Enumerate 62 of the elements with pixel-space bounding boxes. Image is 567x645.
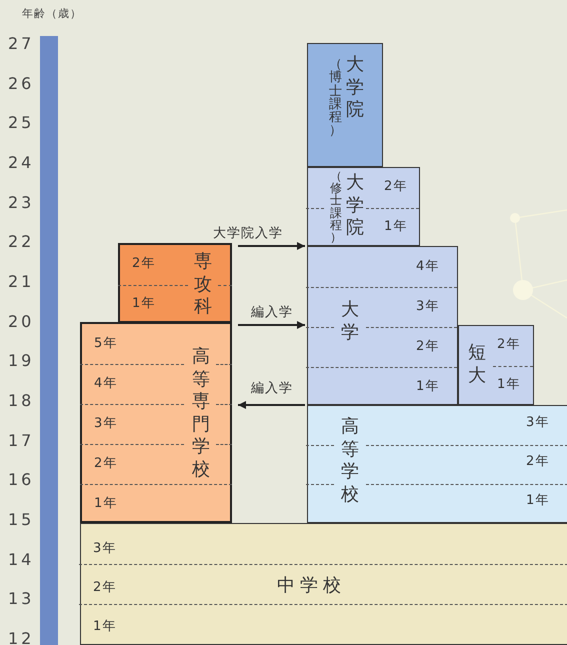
year-label: 2年 — [416, 340, 440, 353]
age-tick-label: 19 — [8, 353, 34, 370]
age-tick-label: 24 — [8, 155, 34, 171]
year-label: 1年 — [93, 620, 116, 633]
year-label: 1年 — [94, 497, 118, 510]
age-tick-label: 14 — [8, 552, 34, 568]
school-name: 大学 — [341, 299, 359, 344]
course-note: （博士課程） — [329, 58, 342, 138]
age-tick-label: 22 — [8, 234, 34, 250]
school-name: 中学校 — [277, 577, 346, 595]
age-tick-label: 21 — [8, 274, 34, 290]
year-label: 2年 — [497, 338, 520, 351]
school-box — [307, 43, 383, 167]
year-label: 2年 — [93, 581, 116, 594]
school-name: 高等専門学校 — [192, 346, 210, 481]
year-label: 3年 — [93, 542, 116, 555]
school-box — [307, 405, 567, 523]
arrow — [238, 401, 305, 409]
year-label: 2年 — [94, 457, 118, 470]
arrow — [238, 321, 305, 329]
age-tick-label: 17 — [8, 432, 34, 449]
year-label: 1年 — [497, 378, 520, 391]
year-label: 4年 — [416, 260, 440, 273]
age-tick-label: 23 — [8, 194, 34, 211]
school-box — [80, 523, 567, 645]
year-label: 3年 — [526, 416, 550, 429]
year-label: 5年 — [94, 337, 118, 350]
school-box — [80, 322, 232, 523]
year-label: 1年 — [384, 220, 408, 233]
age-tick-label: 13 — [8, 591, 34, 608]
school-name: 専攻科 — [194, 251, 212, 318]
school-box — [307, 167, 420, 246]
age-tick-label: 18 — [8, 393, 34, 410]
year-label: 1年 — [132, 297, 156, 310]
edge-label: 編入学 — [250, 305, 294, 320]
school-box — [307, 246, 458, 405]
age-tick-label: 20 — [8, 314, 34, 330]
arrow — [238, 242, 305, 250]
program-box — [118, 243, 232, 323]
age-tick-label: 15 — [8, 512, 34, 528]
year-label: 3年 — [94, 417, 118, 430]
edge-label: 編入学 — [250, 381, 294, 396]
axis-title: 年齢（歳） — [22, 8, 82, 19]
age-tick-label: 26 — [8, 76, 34, 92]
year-label: 2年 — [132, 257, 156, 270]
course-note: （修士課程） — [330, 170, 342, 244]
age-tick-label: 12 — [8, 631, 34, 645]
year-label: 3年 — [416, 300, 440, 313]
school-name: 大学院 — [346, 172, 364, 240]
year-label: 4年 — [94, 377, 118, 390]
age-tick-label: 27 — [8, 36, 34, 52]
school-name: 高等学校 — [341, 416, 359, 506]
edge-label: 大学院入学 — [212, 226, 284, 241]
school-box — [458, 325, 534, 405]
year-label: 1年 — [416, 380, 440, 393]
year-label: 2年 — [384, 180, 408, 193]
school-name: 大学院 — [346, 54, 364, 122]
year-label: 2年 — [526, 455, 550, 468]
age-tick-label: 25 — [8, 115, 34, 132]
year-label: 1年 — [526, 494, 550, 507]
school-name: 短大 — [468, 342, 486, 387]
age-tick-label: 16 — [8, 472, 34, 488]
